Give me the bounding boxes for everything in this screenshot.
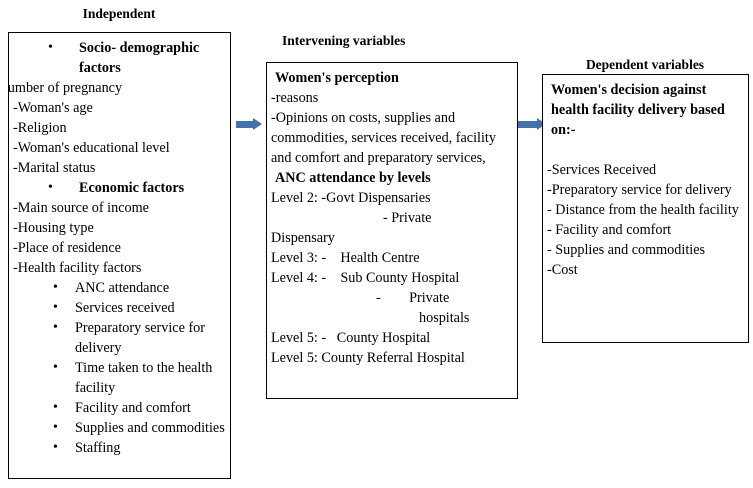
independent-item: -Woman's educational level — [13, 140, 170, 156]
intervening-level-line: Level 3: - Health Centre — [271, 250, 420, 266]
independent-item: -Housing type — [13, 220, 94, 236]
independent-item: -Religion — [13, 120, 67, 136]
independent-item: -Main source of income — [13, 200, 149, 216]
dependent-item: - Distance from the health facility — [547, 202, 739, 218]
independent-item: n's number of pregnancy — [8, 80, 123, 96]
dependent-item: -Cost — [547, 262, 578, 278]
independent-heading-economic: • Economic factors — [48, 180, 185, 196]
bullet-icon: • — [48, 180, 53, 195]
intervening-level-line: Level 4: - Sub County Hospital — [271, 270, 460, 286]
bullet-icon: • — [53, 300, 58, 315]
dependent-item: -Preparatory service for delivery — [547, 182, 732, 198]
independent-bullet-item: • Services received — [53, 300, 175, 316]
independent-heading-socio-demographic: • Socio- demographic factors — [48, 40, 200, 76]
intervening-level-line: - Private — [383, 210, 432, 226]
independent-item: -Marital status — [13, 160, 96, 176]
intervening-level-line: Level 5: County Referral Hospital — [271, 350, 465, 366]
independent-item: -Health facility factors — [13, 260, 142, 276]
bullet-icon: • — [53, 440, 58, 455]
bullet-icon: • — [53, 360, 58, 375]
intervening-heading-anc-levels: ANC attendance by levels — [275, 170, 431, 186]
bullet-icon: • — [48, 40, 53, 55]
dependent-spacer — [547, 140, 744, 160]
bullet-icon: • — [53, 420, 58, 435]
independent-bullet-item: • Preparatory service for delivery — [53, 320, 205, 356]
intervening-level-line: hospitals — [419, 310, 470, 326]
intervening-line: -Opinions on costs, supplies and commodi… — [271, 110, 500, 166]
intervening-level-line: Level 5: - County Hospital — [271, 330, 431, 346]
arrow-shaft — [518, 121, 538, 128]
arrow-head-icon — [537, 118, 546, 130]
independent-item: -Place of residence — [13, 240, 121, 256]
dependent-item: -Services Received — [547, 162, 657, 178]
independent-bullet-item: • Staffing — [53, 440, 121, 456]
independent-variables-box: • Socio- demographic factors n's number … — [8, 32, 231, 479]
arrow-shaft — [236, 121, 254, 128]
bullet-icon: • — [53, 280, 58, 295]
intervening-heading-perception: Women's perception — [275, 70, 399, 86]
bullet-icon: • — [53, 320, 58, 335]
intervening-level-line: - Private — [376, 290, 450, 306]
intervening-line: -reasons — [271, 90, 319, 106]
column-header-dependent: Dependent variables — [585, 57, 705, 72]
independent-bullet-item: • Time taken to the health facility — [53, 360, 213, 396]
independent-bullet-item: • ANC attendance — [53, 280, 170, 296]
dependent-item: - Supplies and commodities — [547, 242, 706, 258]
column-header-intervening: Intervening variables — [282, 33, 406, 48]
column-header-independent: Independent — [82, 6, 156, 21]
dependent-variables-box: Women's decision against health facility… — [542, 74, 749, 343]
bullet-icon: • — [53, 400, 58, 415]
intervening-level-line: Dispensary — [271, 230, 335, 246]
independent-bullet-item: • Supplies and commodities — [53, 420, 225, 436]
dependent-heading: Women's decision against health facility… — [551, 82, 729, 138]
intervening-variables-box: Women's perception -reasons -Opinions on… — [266, 62, 518, 399]
intervening-level-line: Level 2: -Govt Dispensaries — [271, 190, 431, 206]
dependent-item: - Facility and comfort — [547, 222, 672, 238]
independent-bullet-item: • Facility and comfort — [53, 400, 191, 416]
arrow-head-icon — [253, 118, 262, 130]
independent-item: -Woman's age — [13, 100, 93, 116]
